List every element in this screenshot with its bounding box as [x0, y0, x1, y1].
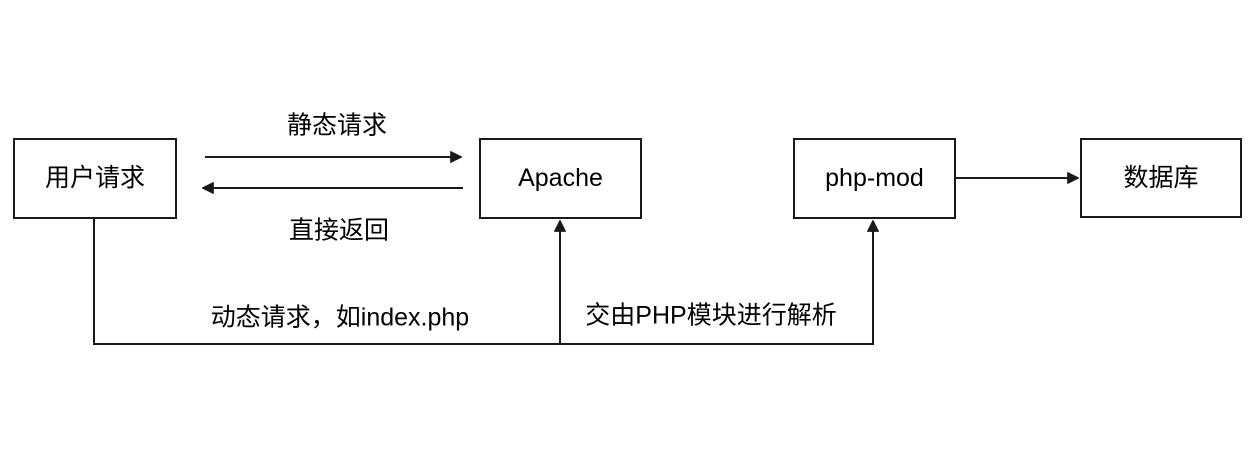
node-user-request: 用户请求	[13, 138, 177, 219]
edge-label-php-parse: 交由PHP模块进行解析	[583, 301, 839, 331]
node-database: 数据库	[1080, 138, 1242, 218]
node-apache: Apache	[479, 138, 642, 219]
edge-label-direct-return: 直接返回	[286, 216, 392, 246]
edge-label-dynamic-request: 动态请求，如index.php	[208, 303, 472, 333]
edge-label-static-request: 静态请求	[284, 111, 390, 141]
node-php-mod-label: php-mod	[825, 164, 924, 192]
node-database-label: 数据库	[1123, 163, 1199, 192]
node-php-mod: php-mod	[793, 138, 956, 219]
edge-dynamic-request	[93, 219, 879, 345]
node-user-request-label: 用户请求	[44, 164, 145, 192]
node-apache-label: Apache	[518, 164, 603, 192]
